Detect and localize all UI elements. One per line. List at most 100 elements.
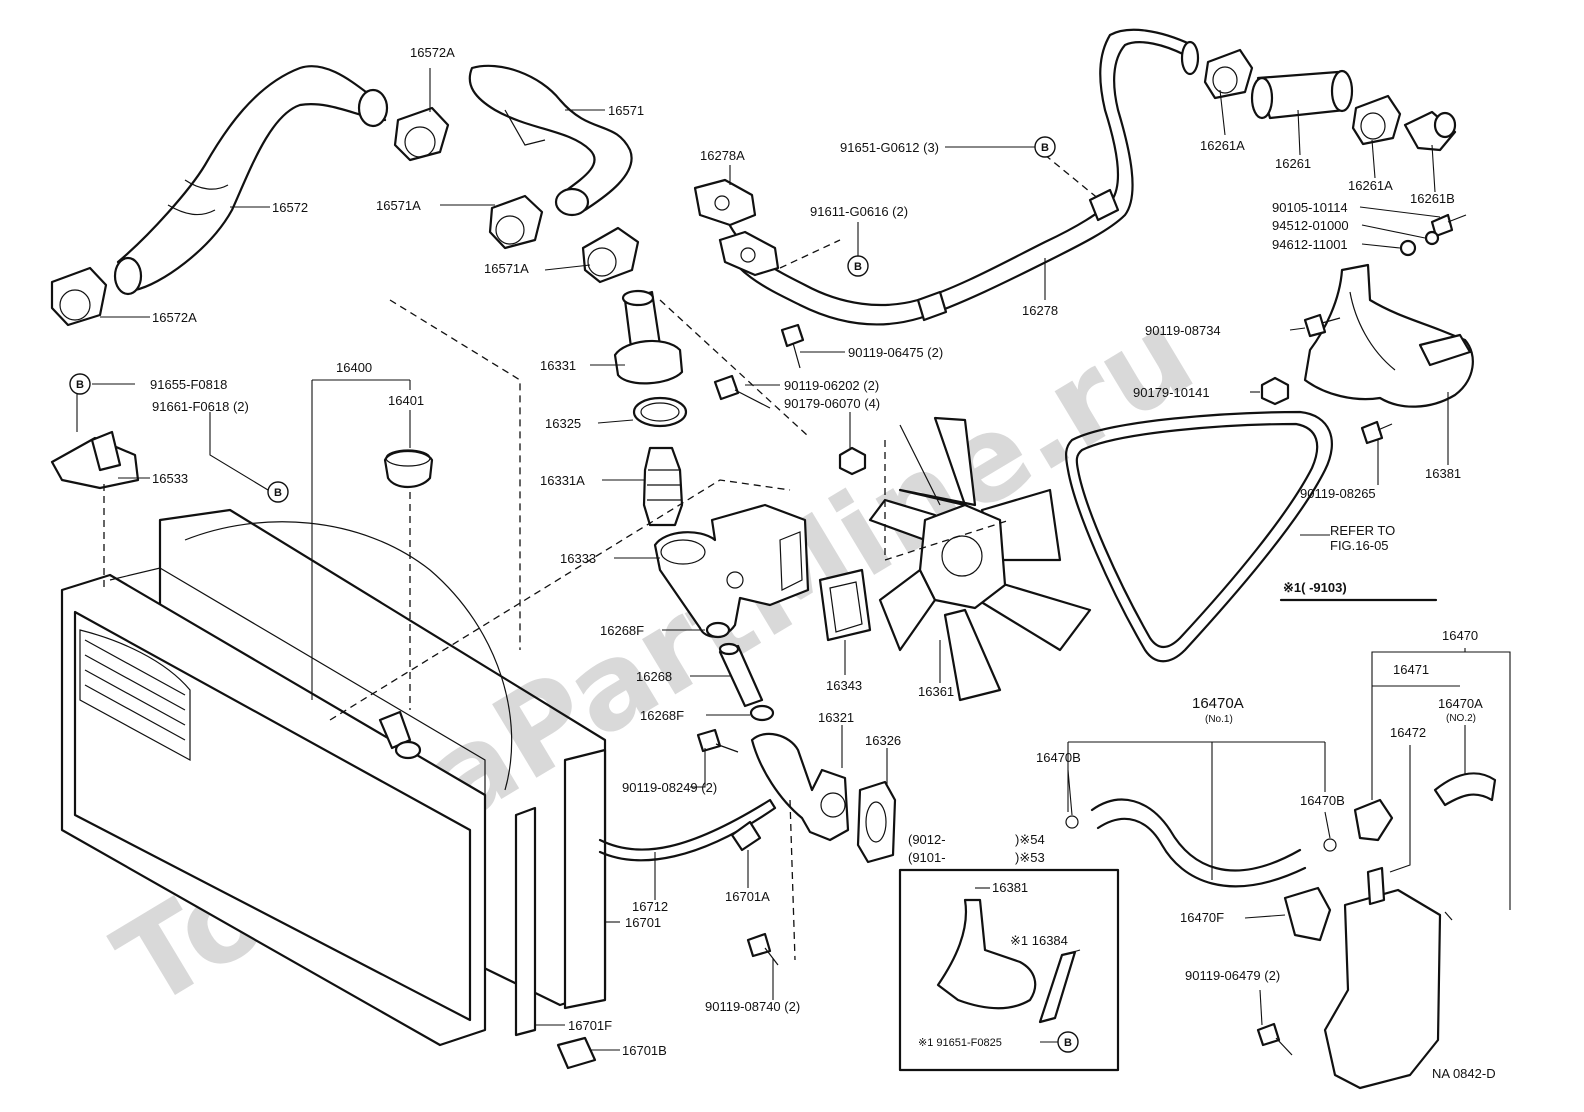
- label-16471: 16471: [1393, 662, 1429, 677]
- washer-94512-01000: [1424, 230, 1440, 246]
- reference-marker-b-5: B: [1057, 1031, 1079, 1053]
- label-94512-01000: 94512-01000: [1272, 218, 1349, 233]
- inset-stay-16384: [1038, 950, 1077, 1024]
- label-90119-08740: 90119-08740 (2): [705, 999, 800, 1014]
- label-94612-11001: 94612-11001: [1272, 237, 1348, 252]
- water-bypass-pipe-16278: [718, 28, 1200, 326]
- bolt-90119-08740: [746, 932, 779, 966]
- reference-marker-b-1: B: [69, 373, 91, 395]
- reserve-tank-16470: [1323, 866, 1453, 1090]
- hose-clip-16470B-left: [1065, 815, 1079, 829]
- inset-range1: (9012-: [908, 832, 946, 847]
- inset-label-91651-F0825: ※1 91651-F0825: [918, 1037, 1002, 1049]
- reserve-hose-16470A-no2: [1433, 772, 1497, 807]
- label-16533: 16533: [152, 471, 188, 486]
- label-16321: 16321: [818, 710, 854, 725]
- water-outlet-16331: [613, 289, 684, 385]
- fan-belt: [1065, 410, 1333, 663]
- label-16572A-bottom: 16572A: [152, 310, 197, 325]
- gasket-16325: [632, 396, 688, 428]
- hose-clamp-16571A-upper: [488, 194, 544, 250]
- label-16361: 16361: [918, 684, 954, 699]
- refer-note-line1: REFER TO: [1330, 523, 1395, 538]
- label-16571A-lower: 16571A: [484, 261, 529, 276]
- gasket-16326: [856, 780, 897, 864]
- water-pipe-16268: [718, 642, 764, 708]
- bolt-90119-06202: [713, 374, 771, 409]
- label-16470B-right: 16470B: [1300, 793, 1345, 808]
- thermostat-16331A: [642, 446, 684, 527]
- label-16701: 16701: [625, 915, 661, 930]
- dashed-assembly-lines: [103, 154, 1101, 961]
- label-16401: 16401: [388, 393, 424, 408]
- hose-clamp-16572A-top: [393, 106, 450, 162]
- label-90179-10141: 90179-10141: [1133, 385, 1210, 400]
- o-ring-16268F-lower: [749, 704, 775, 722]
- label-16381: 16381: [1425, 466, 1461, 481]
- label-91655-F0818: 91655-F0818: [150, 377, 227, 392]
- label-90179-06070: 90179-06070 (4): [784, 396, 880, 411]
- label-16326: 16326: [865, 733, 901, 748]
- label-16261A-right: 16261A: [1348, 178, 1393, 193]
- inset-range2-code: )※53: [1015, 850, 1045, 865]
- reference-marker-b-2: B: [267, 481, 289, 503]
- label-90119-08265: 90119-08265: [1300, 486, 1376, 501]
- pipe-flange: [718, 230, 780, 277]
- label-16470B-left: 16470B: [1036, 750, 1081, 765]
- label-90119-06475: 90119-06475 (2): [848, 345, 943, 360]
- bolt-90119-08265: [1360, 420, 1393, 445]
- label-16472: 16472: [1390, 725, 1426, 740]
- side-support-16701: [563, 748, 607, 1010]
- label-16572A-top: 16572A: [410, 45, 455, 60]
- label-91651-G0612: 91651-G0612 (3): [840, 140, 939, 155]
- part-labels: 16572A 16571 16572 16571A 16571A 16572A …: [150, 45, 1483, 1058]
- reference-marker-b-3: B: [1034, 136, 1056, 158]
- inset-box: [898, 868, 1120, 1072]
- cushion-16701B: [556, 1036, 597, 1070]
- label-16701A: 16701A: [725, 889, 770, 904]
- label-16701B: 16701B: [622, 1043, 667, 1058]
- label-90119-06202: 90119-06202 (2): [784, 378, 879, 393]
- label-16261: 16261: [1275, 156, 1311, 171]
- hose-clamp-16261A-right: [1351, 94, 1402, 146]
- o-ring-16268F-upper: [705, 621, 731, 639]
- water-inlet-housing-16333: [653, 503, 810, 638]
- label-16278A: 16278A: [700, 148, 745, 163]
- reserve-tank-cap-16471: [1353, 798, 1394, 842]
- cooling-fan-16361: [868, 416, 1092, 702]
- hose-clip-16470B-right: [1323, 838, 1337, 852]
- radiator-bracket-16533: [50, 430, 140, 490]
- bolt-90119-08249: [696, 728, 739, 753]
- label-90105-10114: 90105-10114: [1272, 200, 1348, 215]
- label-16331: 16331: [540, 358, 576, 373]
- fan-belt-range-note: ※1( -9103): [1283, 580, 1347, 595]
- label-16571: 16571: [608, 103, 644, 118]
- washer-94612-11001: [1399, 239, 1417, 257]
- radiator-filler-neck: [378, 710, 422, 760]
- label-16343: 16343: [826, 678, 862, 693]
- svg-text:B: B: [1064, 1037, 1072, 1049]
- radiator-16400: [60, 567, 487, 1047]
- fan-belt-inner: [1075, 422, 1319, 649]
- label-16470A-no1-sub: (No.1): [1205, 714, 1233, 725]
- label-16325: 16325: [545, 416, 581, 431]
- inset-label-16384: ※1 16384: [1010, 933, 1068, 948]
- svg-text:B: B: [76, 379, 84, 391]
- label-16400: 16400: [336, 360, 372, 375]
- hose-fitting-16261B: [1403, 110, 1457, 152]
- bolt-90119-06475: [780, 323, 805, 369]
- label-16268F-lower: 16268F: [640, 708, 684, 723]
- figure-code: NA 0842-D: [1432, 1066, 1496, 1081]
- label-91661-F0618: 91661-F0618 (2): [152, 399, 249, 414]
- label-16261B: 16261B: [1410, 191, 1455, 206]
- gasket-16278A: [693, 178, 757, 227]
- water-inlet-16321: [750, 732, 850, 842]
- svg-text:B: B: [854, 261, 862, 273]
- clip-16701A: [730, 820, 762, 852]
- refer-note-line2: FIG.16-05: [1330, 538, 1389, 553]
- radiator-hose-16571: [468, 64, 633, 217]
- label-16261A-left: 16261A: [1200, 138, 1245, 153]
- label-16470A-no2: 16470A: [1438, 696, 1483, 711]
- nut-90179-10141: [1260, 376, 1290, 406]
